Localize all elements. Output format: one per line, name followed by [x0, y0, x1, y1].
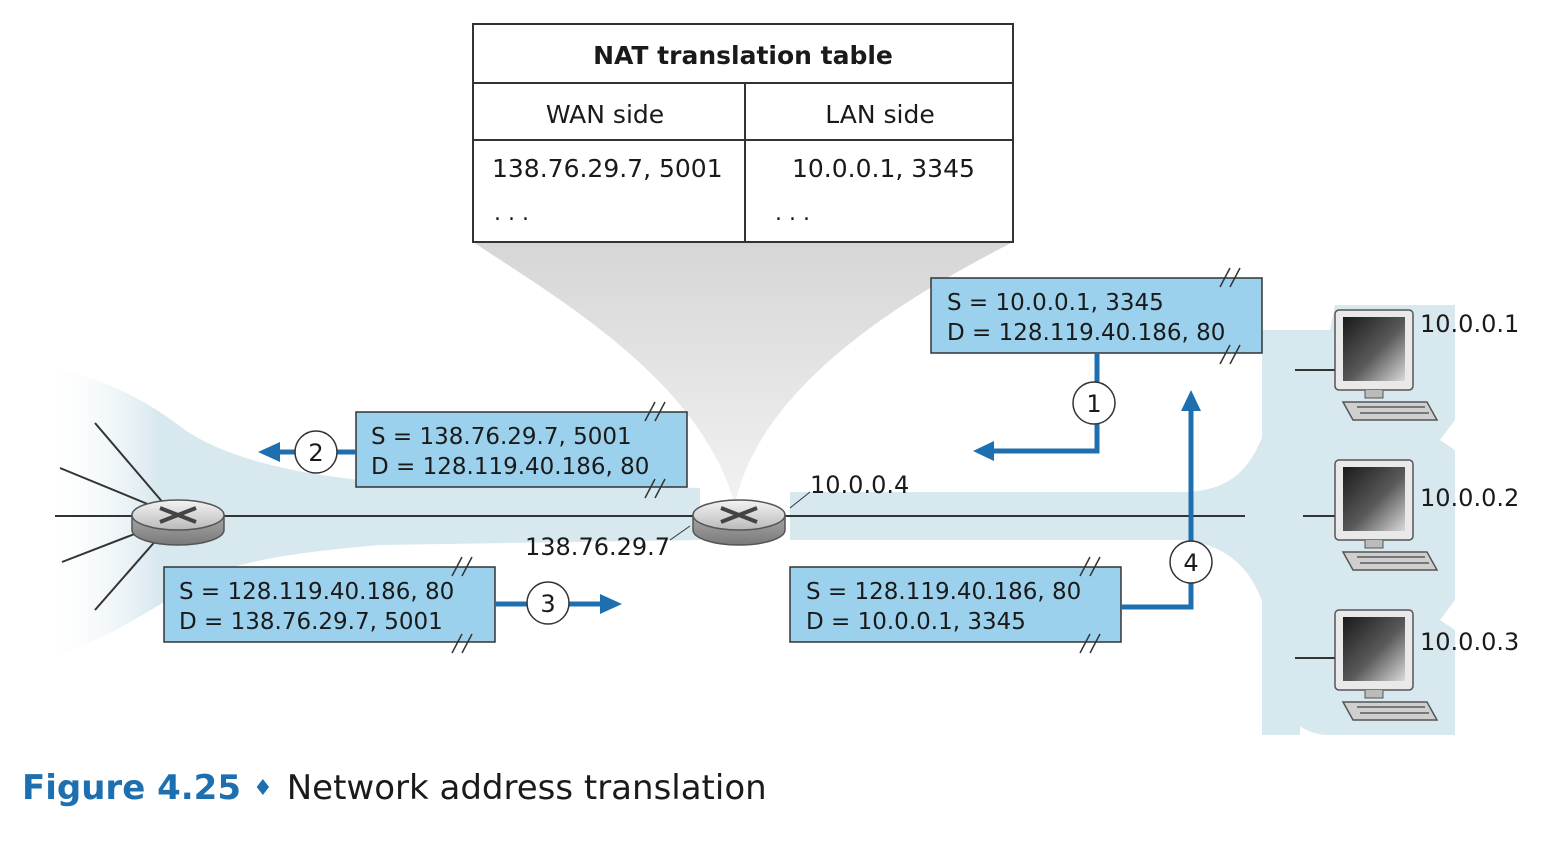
internet-router	[131, 499, 225, 546]
host-3	[1334, 609, 1439, 721]
packet-1: S = 10.0.0.1, 3345 D = 128.119.40.186, 8…	[930, 267, 1263, 365]
nat-table: NAT translation table WAN side LAN side …	[472, 23, 1014, 243]
host-1-ip: 10.0.0.1	[1420, 310, 1519, 338]
arrow-step-4	[1121, 408, 1194, 610]
packet-2: S = 138.76.29.7, 5001 D = 128.119.40.186…	[355, 401, 688, 499]
nat-table-title: NAT translation table	[593, 41, 893, 70]
step-badge-3: 3	[526, 581, 570, 625]
host-1	[1334, 309, 1439, 421]
packet-3: S = 128.119.40.186, 80 D = 138.76.29.7, …	[163, 556, 496, 654]
packet-break-icon	[1219, 267, 1241, 365]
desktop-computer-icon	[1334, 309, 1439, 421]
router-lan-ip: 10.0.0.4	[810, 471, 909, 499]
wan-column-header: WAN side	[546, 100, 664, 129]
figure-title: Network address translation	[286, 768, 767, 808]
desktop-computer-icon	[1334, 459, 1439, 571]
step-badge-1: 1	[1072, 381, 1116, 425]
packet-4: S = 128.119.40.186, 80 D = 10.0.0.1, 334…	[789, 556, 1122, 654]
lan-ip-leader	[789, 491, 811, 509]
wan-ip-leader	[669, 525, 691, 541]
table-spotlight	[473, 242, 1013, 505]
router-arrows-icon	[159, 506, 197, 524]
packet-1-destination: D = 128.119.40.186, 80	[947, 320, 1225, 346]
host-2-ip: 10.0.0.2	[1420, 484, 1519, 512]
host-2	[1334, 459, 1439, 571]
step-number: 4	[1183, 549, 1198, 577]
nat-router	[692, 499, 786, 546]
step-badge-4: 4	[1169, 540, 1213, 584]
packet-3-source: S = 128.119.40.186, 80	[179, 579, 454, 605]
host-3-ip: 10.0.0.3	[1420, 628, 1519, 656]
packet-break-icon	[451, 556, 473, 654]
packet-1-source: S = 10.0.0.1, 3345	[947, 290, 1164, 316]
step-number: 1	[1086, 390, 1101, 418]
diamond-icon: ♦	[252, 776, 273, 801]
desktop-computer-icon	[1334, 609, 1439, 721]
wan-cell-row-2: . . .	[494, 201, 529, 226]
router-arrows-icon	[720, 506, 758, 524]
packet-break-icon	[1079, 556, 1101, 654]
figure-caption: Figure 4.25 ♦ Network address translation	[22, 768, 767, 808]
packet-2-source: S = 138.76.29.7, 5001	[371, 424, 632, 450]
step-number: 3	[540, 590, 555, 618]
arrowhead-1-icon	[973, 441, 994, 461]
step-number: 2	[308, 439, 323, 467]
lan-column-header: LAN side	[825, 100, 934, 129]
packet-2-destination: D = 128.119.40.186, 80	[371, 454, 649, 480]
arrowhead-3-icon	[600, 594, 622, 614]
packet-3-destination: D = 138.76.29.7, 5001	[179, 609, 443, 635]
figure-label: Figure 4.25	[22, 768, 241, 808]
internet-cloud	[40, 368, 700, 660]
wan-cell-row-1: 138.76.29.7, 5001	[492, 154, 723, 183]
packet-4-source: S = 128.119.40.186, 80	[806, 579, 1081, 605]
arrowhead-2-icon	[258, 442, 280, 462]
lan-cell-row-2: . . .	[775, 201, 810, 226]
lan-cell-row-1: 10.0.0.1, 3345	[792, 154, 975, 183]
step-badge-2: 2	[294, 430, 338, 474]
packet-4-destination: D = 10.0.0.1, 3345	[806, 609, 1026, 635]
arrowhead-4-icon	[1181, 390, 1201, 411]
router-wan-ip: 138.76.29.7	[525, 533, 670, 561]
packet-break-icon	[644, 401, 666, 499]
lan-cloud-bus	[1262, 330, 1300, 735]
